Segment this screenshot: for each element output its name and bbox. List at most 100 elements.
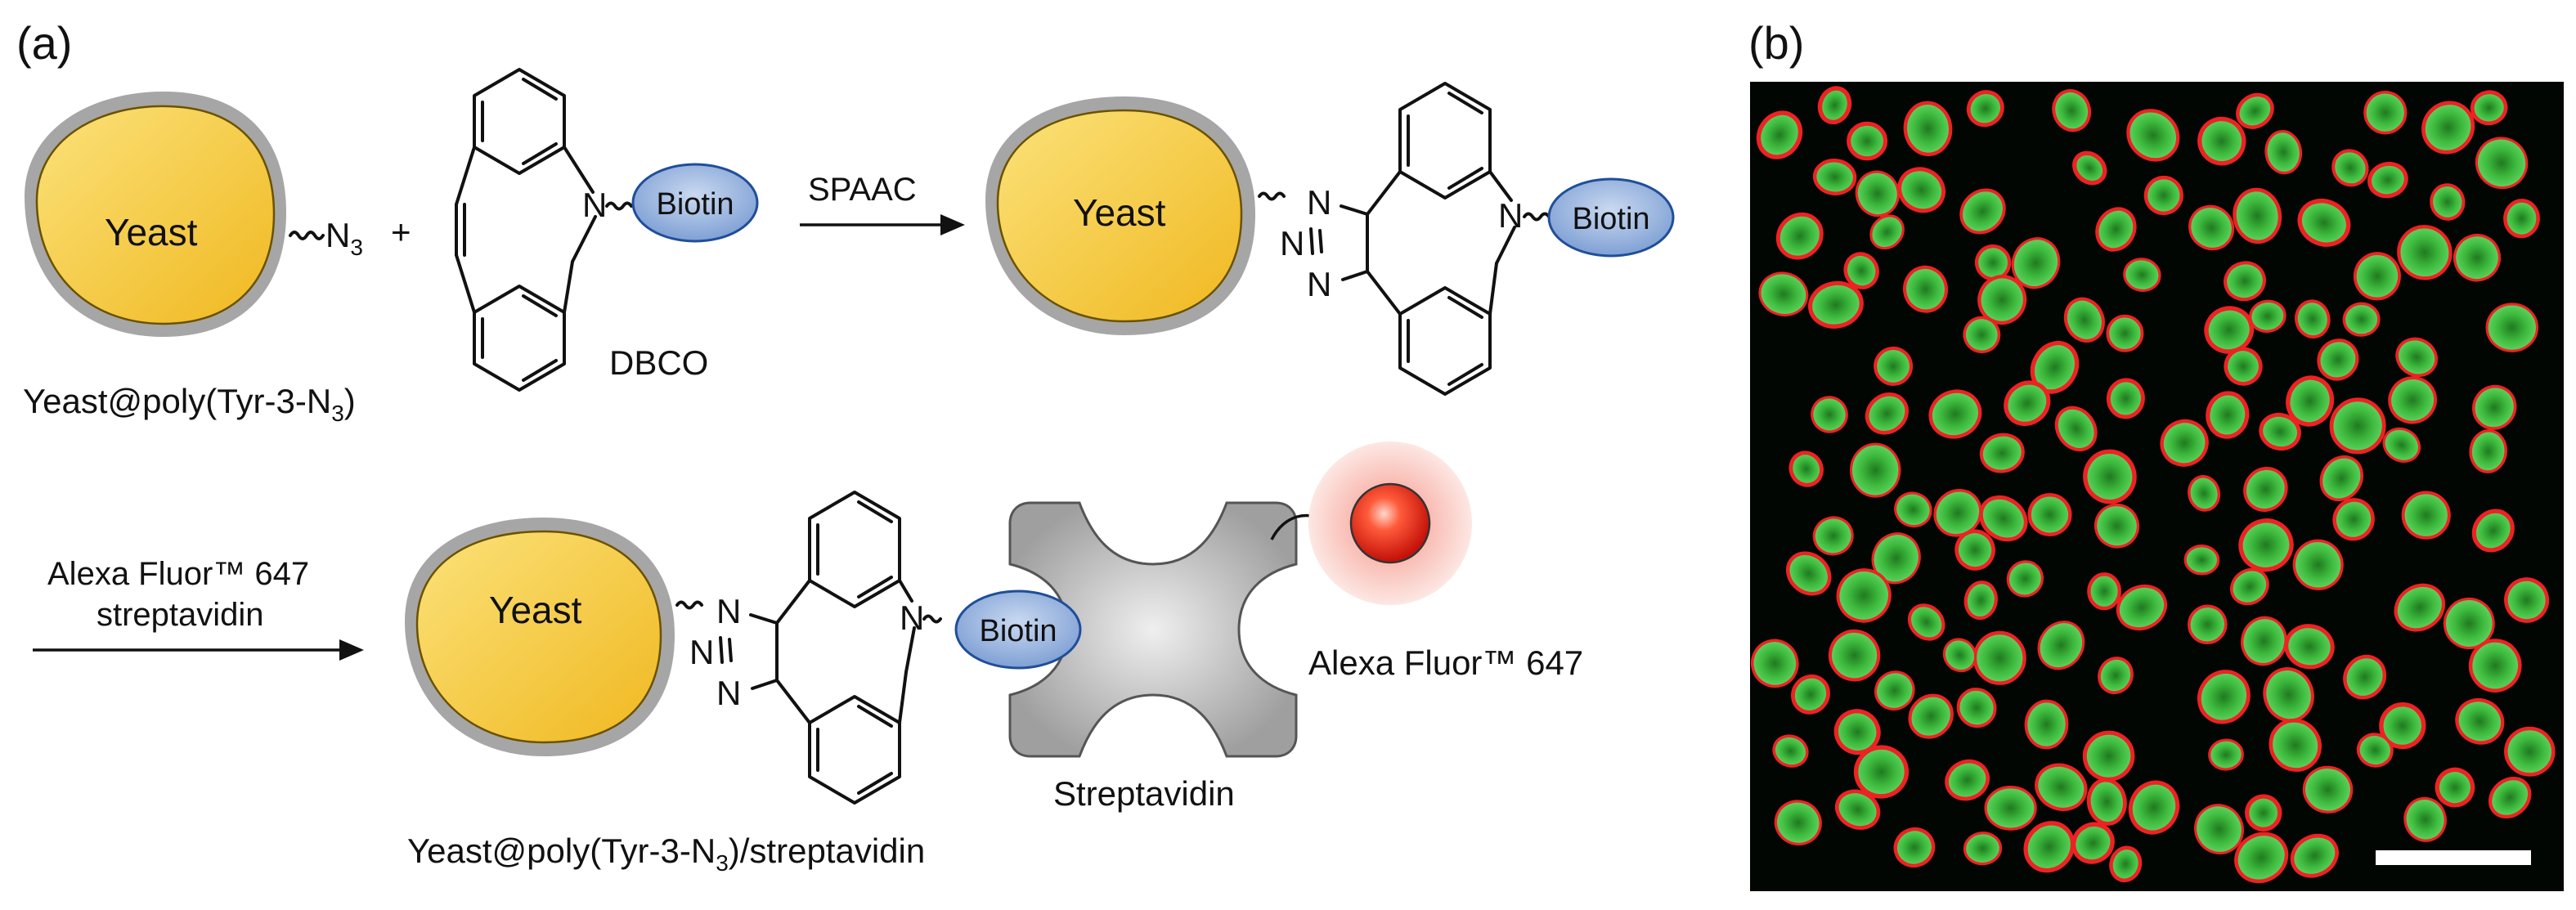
yeast-cell-micrograph bbox=[1894, 491, 1932, 528]
yeast-cell-micrograph bbox=[2453, 233, 2502, 282]
yeast-cell-micrograph bbox=[2197, 116, 2246, 166]
yeast-cell-micrograph bbox=[1907, 603, 1945, 641]
final-n-atom: N bbox=[900, 598, 924, 637]
yeast-cell-micrograph bbox=[1963, 581, 1998, 621]
yeast-cell-micrograph bbox=[2011, 237, 2061, 289]
yeast-cell-micrograph bbox=[2353, 252, 2401, 301]
yeast-cell-micrograph bbox=[2109, 845, 2143, 883]
yeast-cell-micrograph bbox=[2286, 375, 2335, 427]
yeast-cell-micrograph bbox=[2331, 149, 2369, 187]
yeast-cell-micrograph bbox=[2394, 583, 2446, 632]
final-yeast-body bbox=[415, 530, 662, 744]
yeast-cell-micrograph bbox=[2004, 380, 2051, 426]
yeast-cell-micrograph bbox=[2269, 718, 2322, 772]
yeast-cell-micrograph bbox=[1807, 280, 1864, 329]
yeast-cell-micrograph bbox=[1833, 709, 1881, 755]
yeast-cell-micrograph bbox=[2188, 604, 2228, 645]
final-linker bbox=[675, 600, 703, 610]
yeast-cell-micrograph bbox=[2236, 92, 2274, 129]
yeast-cell-micrograph bbox=[1812, 516, 1854, 556]
yeast-cell-micrograph bbox=[1893, 827, 1936, 868]
dbco-n-atom: N bbox=[582, 186, 607, 224]
product-yeast-cell: Yeast bbox=[985, 96, 1255, 335]
dbco-caption: DBCO bbox=[609, 343, 708, 382]
yeast-cell-micrograph bbox=[2052, 89, 2092, 132]
yeast-cell-micrograph bbox=[1897, 167, 1945, 213]
yeast-cell-micrograph bbox=[2238, 518, 2294, 572]
yeast-cell-micrograph bbox=[2356, 733, 2394, 768]
yeast-cell-micrograph bbox=[1869, 214, 1905, 250]
yeast-cell-micrograph bbox=[2234, 832, 2289, 884]
yeast-cell-micrograph bbox=[2230, 567, 2269, 606]
yeast-cell-micrograph bbox=[2126, 109, 2180, 162]
yeast-cell-micrograph bbox=[2054, 406, 2098, 452]
yeast-cell-micrograph bbox=[1908, 693, 1954, 739]
yeast-cell-micrograph bbox=[2116, 584, 2167, 631]
yeast-cell-micrograph bbox=[2297, 198, 2351, 247]
final-triazole-n1: N bbox=[716, 592, 741, 630]
product-biotin-label: Biotin bbox=[1572, 202, 1649, 236]
yeast-cell-micrograph bbox=[2071, 822, 2115, 864]
yeast-cell-micrograph bbox=[2395, 337, 2438, 378]
product-biotin-linker bbox=[1523, 212, 1551, 222]
yeast-cell-micrograph bbox=[1772, 734, 1809, 768]
row2-arrow bbox=[33, 639, 364, 661]
yeast-cell-micrograph bbox=[2037, 621, 2085, 670]
yeast-cell-micrograph bbox=[2295, 299, 2331, 338]
yeast-cell-micrograph bbox=[1979, 433, 2025, 473]
yeast-cell-micrograph bbox=[2401, 491, 2451, 540]
product-triazole-dbco bbox=[1309, 82, 1516, 396]
yeast-cell-micrograph bbox=[1828, 629, 1881, 682]
yeast-cell-micrograph bbox=[2006, 560, 2044, 598]
yeast-cell-micrograph bbox=[2363, 91, 2408, 135]
yeast-cell-micrograph bbox=[2329, 397, 2386, 455]
yeast-cell-micrograph bbox=[2128, 780, 2180, 835]
yeast-cell-micrograph bbox=[1974, 244, 2012, 281]
yeast-cell-micrograph bbox=[2488, 776, 2532, 819]
yeast-cell-micrograph bbox=[2403, 796, 2447, 842]
yeast-cell-micrograph bbox=[2342, 302, 2381, 337]
yeast-cell-micrograph bbox=[1972, 630, 2026, 685]
final-biotin-linker bbox=[922, 614, 942, 624]
yeast-cell-micrograph bbox=[1785, 551, 1832, 596]
spaac-label: SPAAC bbox=[808, 172, 917, 208]
yeast-cell-micrograph bbox=[2094, 503, 2140, 549]
product-n-atom: N bbox=[1498, 196, 1523, 235]
reactant-yeast-label: Yeast bbox=[105, 211, 198, 253]
streptavidin-caption: Streptavidin bbox=[1053, 774, 1235, 813]
alexa-fluor-dye bbox=[1308, 442, 1472, 605]
yeast-cell-micrograph bbox=[1956, 688, 1997, 728]
yeast-cell-micrograph bbox=[2123, 258, 2161, 292]
spaac-arrow bbox=[800, 214, 965, 235]
yeast-cell-micrograph bbox=[2290, 833, 2339, 878]
yeast-cell-micrograph bbox=[2503, 199, 2540, 239]
dbco-biotin-label: Biotin bbox=[656, 187, 734, 222]
final-triazole-dbco bbox=[719, 491, 916, 805]
yeast-cell-micrograph bbox=[1954, 529, 1995, 571]
yeast-cell-micrograph bbox=[2095, 207, 2137, 252]
yeast-cell-micrograph bbox=[2504, 726, 2556, 777]
yeast-cell-micrograph bbox=[2194, 804, 2244, 854]
yeast-cell-micrograph bbox=[2259, 412, 2301, 451]
fluor-caption: Alexa Fluor™ 647 bbox=[1308, 643, 1583, 682]
dbco-biotin-tag: Biotin bbox=[631, 163, 759, 243]
yeast-cell-micrograph bbox=[2319, 455, 2364, 502]
yeast-cell-micrograph bbox=[1963, 316, 2001, 354]
yeast-cell-micrograph bbox=[1775, 212, 1824, 260]
yeast-cell-micrograph bbox=[2421, 101, 2475, 155]
azide-label: N3 bbox=[325, 216, 363, 260]
yeast-cell-micrograph bbox=[1758, 271, 1809, 316]
reactant-caption: Yeast@poly(Tyr-3-N3) bbox=[23, 382, 356, 426]
yeast-cell-micrograph bbox=[1812, 159, 1857, 195]
yeast-cell-micrograph bbox=[1865, 392, 1909, 435]
final-triazole-n2: N bbox=[689, 633, 714, 671]
yeast-cell-micrograph bbox=[2086, 778, 2127, 826]
reactant-yeast-cell: Yeast bbox=[25, 91, 286, 338]
final-yeast-label: Yeast bbox=[489, 589, 582, 631]
yeast-cell-micrograph bbox=[1903, 101, 1953, 156]
yeast-cell-micrograph bbox=[2468, 639, 2522, 693]
azide-linker bbox=[289, 231, 325, 240]
yeast-cell-micrograph bbox=[2343, 654, 2387, 700]
yeast-cell-micrograph bbox=[2302, 765, 2354, 814]
